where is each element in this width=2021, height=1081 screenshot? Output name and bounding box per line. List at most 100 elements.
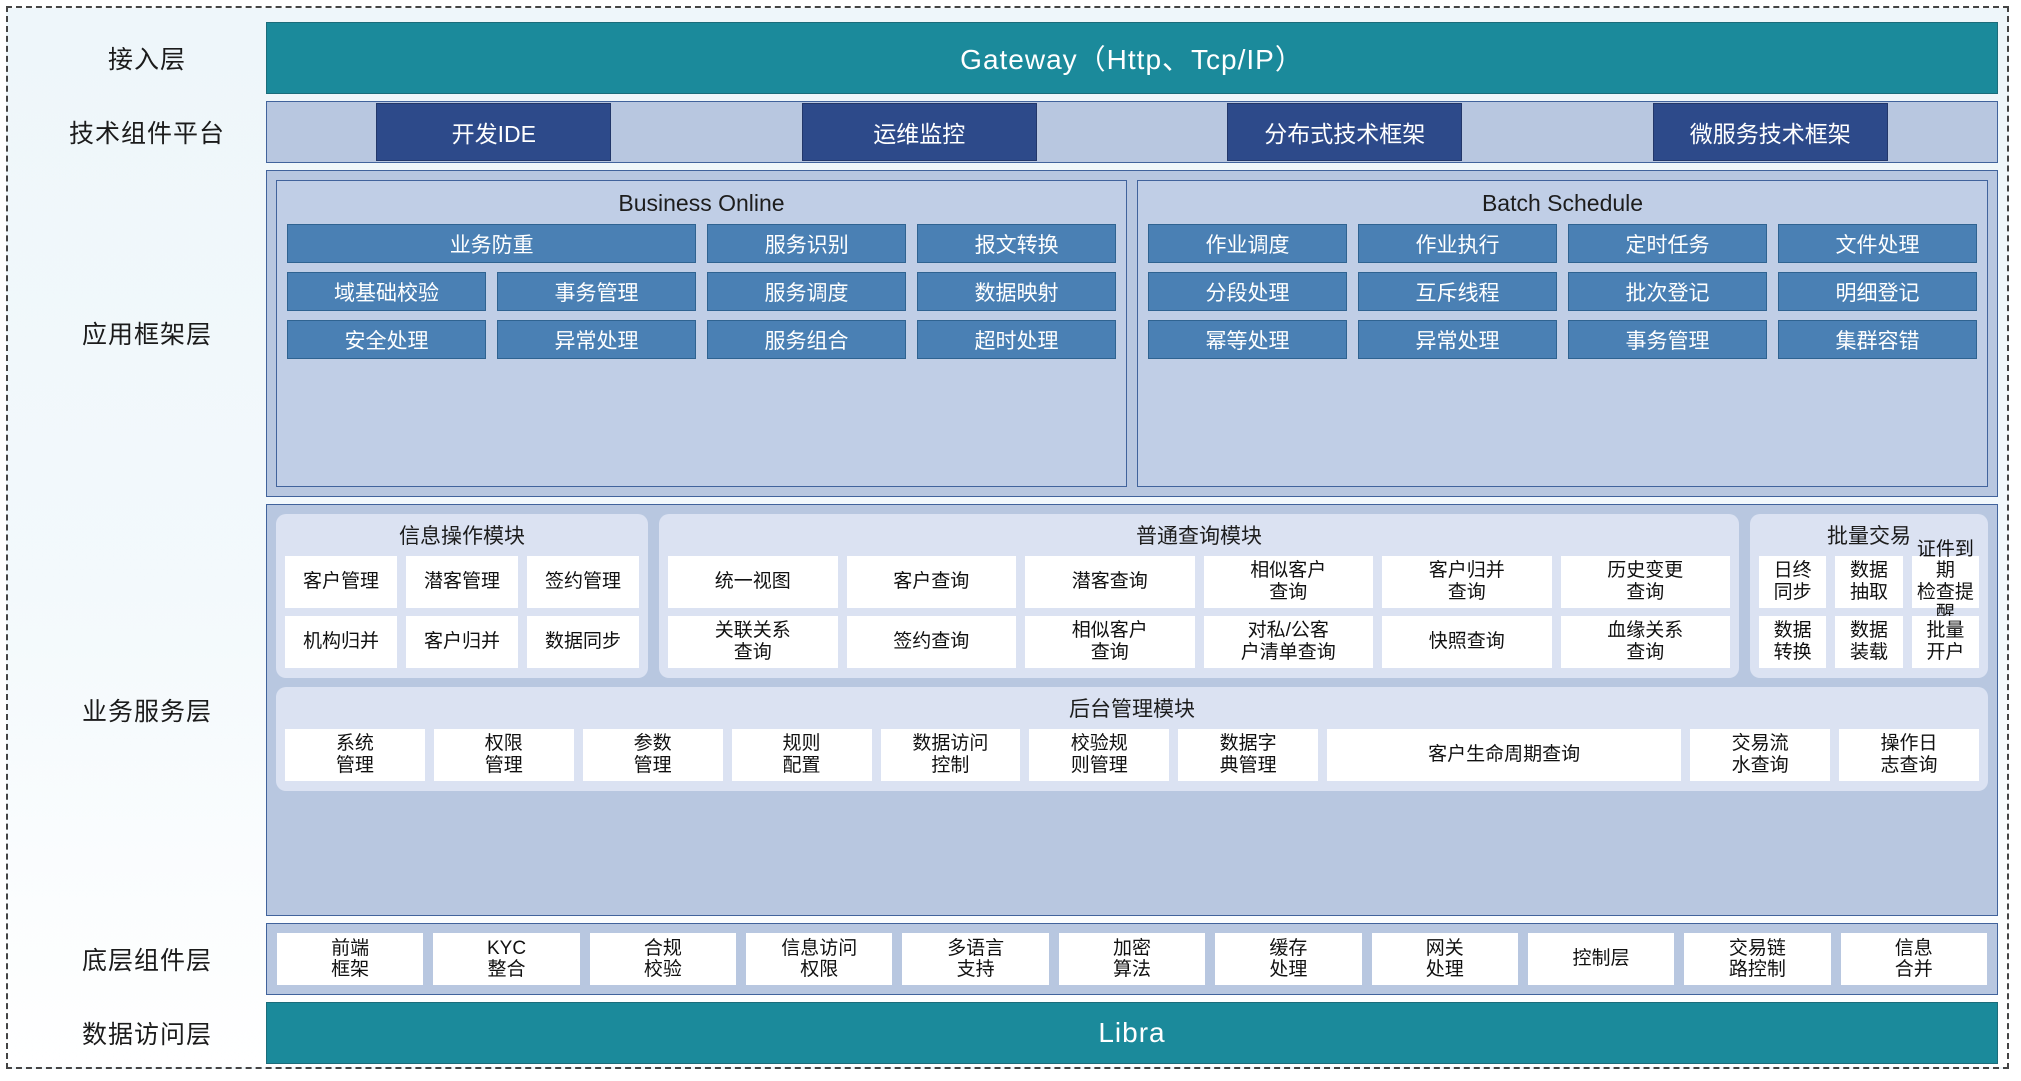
app-chip[interactable]: 事务管理 bbox=[497, 272, 696, 311]
base-component-chip[interactable]: KYC 整合 bbox=[433, 933, 579, 985]
app-chip[interactable]: 数据映射 bbox=[917, 272, 1116, 311]
app-chip[interactable]: 服务组合 bbox=[707, 320, 906, 359]
layer-label-data-access: 数据访问层 bbox=[28, 1002, 266, 1064]
business-chip[interactable]: 客户查询 bbox=[847, 556, 1017, 608]
app-chip[interactable]: 定时任务 bbox=[1568, 224, 1767, 263]
app-chip[interactable]: 互斥线程 bbox=[1358, 272, 1557, 311]
app-chip[interactable]: 作业执行 bbox=[1358, 224, 1557, 263]
app-group-title: Batch Schedule bbox=[1148, 187, 1977, 224]
tech-chip[interactable]: 分布式技术框架 bbox=[1227, 103, 1462, 161]
business-chip[interactable]: 数据 转换 bbox=[1759, 616, 1826, 668]
app-chip[interactable]: 超时处理 bbox=[917, 320, 1116, 359]
layer-body-base-components: 前端 框架KYC 整合合规 校验信息访问 权限多语言 支持加密 算法缓存 处理网… bbox=[266, 923, 1998, 995]
app-chip[interactable]: 明细登记 bbox=[1778, 272, 1977, 311]
business-chip-row: 统一视图客户查询潜客查询相似客户 查询客户归并 查询历史变更 查询 bbox=[668, 556, 1730, 608]
business-chip[interactable]: 快照查询 bbox=[1382, 616, 1552, 668]
business-chip[interactable]: 相似客户 查询 bbox=[1025, 616, 1195, 668]
app-chip[interactable]: 异常处理 bbox=[497, 320, 696, 359]
tech-chip[interactable]: 开发IDE bbox=[376, 103, 611, 161]
business-chip[interactable]: 证件到期 检查提醒 bbox=[1912, 556, 1979, 608]
business-service-panel: 信息操作模块客户管理潜客管理签约管理机构归并客户归并数据同步普通查询模块统一视图… bbox=[266, 504, 1998, 917]
app-chip[interactable]: 业务防重 bbox=[287, 224, 696, 263]
app-framework-group: Business Online业务防重服务识别报文转换域基础校验事务管理服务调度… bbox=[276, 180, 1127, 487]
base-component-chip[interactable]: 加密 算法 bbox=[1059, 933, 1205, 985]
app-chip[interactable]: 域基础校验 bbox=[287, 272, 486, 311]
business-chip[interactable]: 数据 抽取 bbox=[1835, 556, 1902, 608]
business-chip-row: 客户管理潜客管理签约管理 bbox=[285, 556, 639, 608]
admin-chip[interactable]: 参数 管理 bbox=[583, 729, 723, 781]
app-chip[interactable]: 批次登记 bbox=[1568, 272, 1767, 311]
business-module: 批量交易日终 同步数据 抽取证件到期 检查提醒数据 转换数据 装载批量 开户 bbox=[1750, 514, 1988, 678]
base-component-chip[interactable]: 信息访问 权限 bbox=[746, 933, 892, 985]
business-chip[interactable]: 数据 装载 bbox=[1835, 616, 1902, 668]
business-chip[interactable]: 客户归并 bbox=[406, 616, 518, 668]
base-component-chip[interactable]: 交易链 路控制 bbox=[1684, 933, 1830, 985]
app-chip[interactable]: 集群容错 bbox=[1778, 320, 1977, 359]
layer-label-access: 接入层 bbox=[28, 22, 266, 94]
business-module-rows: 统一视图客户查询潜客查询相似客户 查询客户归并 查询历史变更 查询关联关系 查询… bbox=[668, 556, 1730, 668]
base-component-chip[interactable]: 网关 处理 bbox=[1372, 933, 1518, 985]
app-chip[interactable]: 分段处理 bbox=[1148, 272, 1347, 311]
business-chip[interactable]: 对私/公客 户清单查询 bbox=[1204, 616, 1374, 668]
libra-bar[interactable]: Libra bbox=[266, 1002, 1998, 1064]
admin-chip[interactable]: 数据字 典管理 bbox=[1178, 729, 1318, 781]
admin-chip[interactable]: 操作日 志查询 bbox=[1839, 729, 1979, 781]
app-chip-row: 安全处理异常处理服务组合超时处理 bbox=[287, 320, 1116, 359]
app-chip[interactable]: 服务识别 bbox=[707, 224, 906, 263]
layer-stack: 接入层 Gateway（Http、Tcp/IP） 技术组件平台 开发IDE运维监… bbox=[28, 22, 1998, 1064]
business-chip[interactable]: 日终 同步 bbox=[1759, 556, 1826, 608]
business-chip[interactable]: 机构归并 bbox=[285, 616, 397, 668]
layer-body-data-access: Libra bbox=[266, 1002, 1998, 1064]
tech-chip-row: 开发IDE 运维监控 分布式技术框架 微服务技术框架 bbox=[266, 101, 1998, 163]
layer-body-access: Gateway（Http、Tcp/IP） bbox=[266, 22, 1998, 94]
tech-chip[interactable]: 运维监控 bbox=[802, 103, 1037, 161]
business-chip[interactable]: 潜客查询 bbox=[1025, 556, 1195, 608]
base-component-chip[interactable]: 缓存 处理 bbox=[1215, 933, 1361, 985]
admin-chip[interactable]: 系统 管理 bbox=[285, 729, 425, 781]
business-chip[interactable]: 数据同步 bbox=[527, 616, 639, 668]
tech-chip[interactable]: 微服务技术框架 bbox=[1653, 103, 1888, 161]
app-chip[interactable]: 安全处理 bbox=[287, 320, 486, 359]
base-component-chip[interactable]: 前端 框架 bbox=[277, 933, 423, 985]
base-component-chip[interactable]: 合规 校验 bbox=[590, 933, 736, 985]
business-module-title: 信息操作模块 bbox=[285, 518, 639, 556]
app-framework-panel: Business Online业务防重服务识别报文转换域基础校验事务管理服务调度… bbox=[266, 170, 1998, 497]
app-chip-row: 幂等处理异常处理事务管理集群容错 bbox=[1148, 320, 1977, 359]
business-chip[interactable]: 签约查询 bbox=[847, 616, 1017, 668]
app-chip[interactable]: 服务调度 bbox=[707, 272, 906, 311]
layer-label-base-components: 底层组件层 bbox=[28, 923, 266, 995]
business-chip[interactable]: 潜客管理 bbox=[406, 556, 518, 608]
business-chip[interactable]: 关联关系 查询 bbox=[668, 616, 838, 668]
business-chip-row: 机构归并客户归并数据同步 bbox=[285, 616, 639, 668]
business-chip[interactable]: 签约管理 bbox=[527, 556, 639, 608]
admin-module: 后台管理模块系统 管理权限 管理参数 管理规则 配置数据访问 控制校验规 则管理… bbox=[276, 687, 1988, 791]
admin-chip[interactable]: 交易流 水查询 bbox=[1690, 729, 1830, 781]
base-component-chip[interactable]: 信息 合并 bbox=[1841, 933, 1987, 985]
app-group-title: Business Online bbox=[287, 187, 1116, 224]
layer-base-components: 底层组件层 前端 框架KYC 整合合规 校验信息访问 权限多语言 支持加密 算法… bbox=[28, 923, 1998, 995]
admin-chip[interactable]: 权限 管理 bbox=[434, 729, 574, 781]
app-chip[interactable]: 报文转换 bbox=[917, 224, 1116, 263]
app-chip[interactable]: 幂等处理 bbox=[1148, 320, 1347, 359]
business-chip[interactable]: 客户归并 查询 bbox=[1382, 556, 1552, 608]
business-chip[interactable]: 统一视图 bbox=[668, 556, 838, 608]
base-component-chip[interactable]: 多语言 支持 bbox=[902, 933, 1048, 985]
app-chip[interactable]: 文件处理 bbox=[1778, 224, 1977, 263]
app-chip[interactable]: 作业调度 bbox=[1148, 224, 1347, 263]
app-group-rows: 作业调度作业执行定时任务文件处理分段处理互斥线程批次登记明细登记幂等处理异常处理… bbox=[1148, 224, 1977, 359]
admin-chip[interactable]: 客户生命周期查询 bbox=[1327, 729, 1681, 781]
business-chip[interactable]: 血缘关系 查询 bbox=[1561, 616, 1731, 668]
admin-chip[interactable]: 数据访问 控制 bbox=[881, 729, 1021, 781]
business-chip[interactable]: 相似客户 查询 bbox=[1204, 556, 1374, 608]
business-chip[interactable]: 客户管理 bbox=[285, 556, 397, 608]
admin-chip[interactable]: 校验规 则管理 bbox=[1029, 729, 1169, 781]
admin-chip[interactable]: 规则 配置 bbox=[732, 729, 872, 781]
business-module-rows: 客户管理潜客管理签约管理机构归并客户归并数据同步 bbox=[285, 556, 639, 668]
app-chip[interactable]: 异常处理 bbox=[1358, 320, 1557, 359]
base-component-chip[interactable]: 控制层 bbox=[1528, 933, 1674, 985]
app-chip[interactable]: 事务管理 bbox=[1568, 320, 1767, 359]
gateway-bar[interactable]: Gateway（Http、Tcp/IP） bbox=[266, 22, 1998, 94]
business-chip[interactable]: 批量 开户 bbox=[1912, 616, 1979, 668]
business-chip[interactable]: 历史变更 查询 bbox=[1561, 556, 1731, 608]
